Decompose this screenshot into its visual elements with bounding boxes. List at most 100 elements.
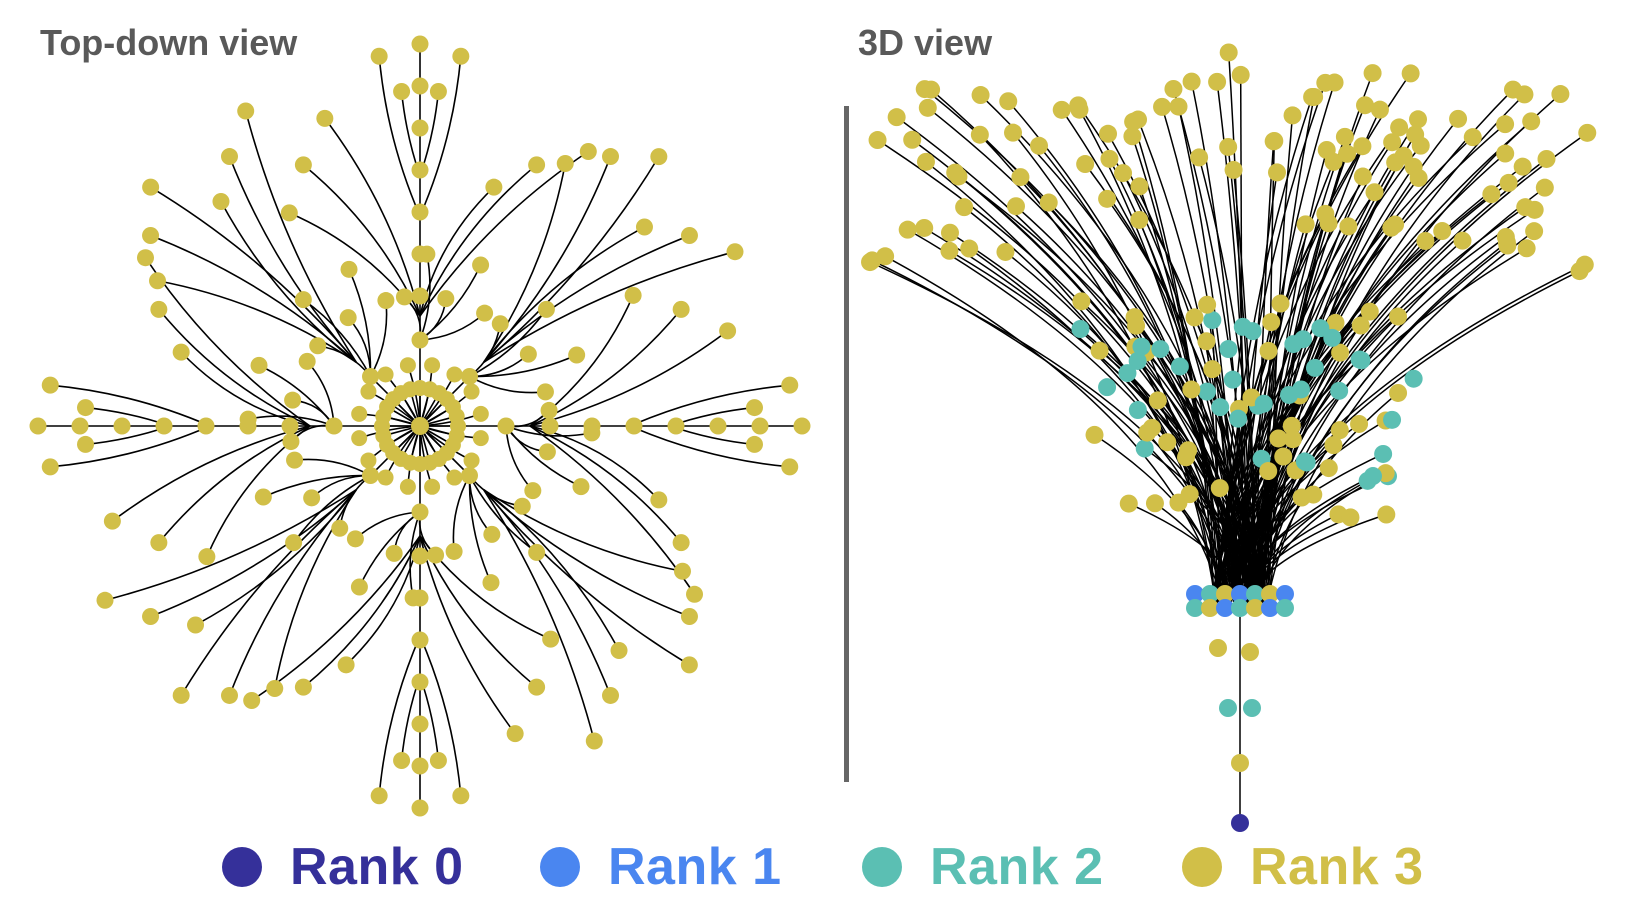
tree-edge <box>419 264 482 341</box>
tree-edge <box>263 474 371 498</box>
rank-3-node <box>472 430 489 447</box>
rank-3-node <box>411 547 429 565</box>
rank-3-node <box>1453 231 1472 250</box>
tree-edge <box>483 234 690 363</box>
rank-3-node <box>1353 137 1372 156</box>
rank-3-node <box>1325 73 1344 92</box>
rank-3-node <box>1382 218 1401 237</box>
rank-2-node <box>1219 340 1238 359</box>
rank-3-node <box>1185 308 1204 327</box>
rank-2-node <box>1383 410 1402 429</box>
rank-3-node <box>1271 294 1290 313</box>
rank-3-node <box>472 405 489 422</box>
rank-3-node <box>868 131 887 150</box>
rank-3-node <box>793 417 811 435</box>
rank-3-node <box>316 109 334 127</box>
rank-3-node <box>1319 459 1338 478</box>
rank-2-node <box>1128 401 1147 420</box>
tree-edge <box>419 253 431 341</box>
rank-3-node <box>446 366 463 383</box>
tree-edge <box>1255 472 1387 603</box>
rank-3-node <box>1496 115 1515 134</box>
rank-3-node <box>719 322 737 340</box>
tree-edge <box>483 488 683 573</box>
rank-3-node <box>1370 100 1389 119</box>
rank-3-node <box>437 290 455 308</box>
rank-3-node <box>1360 302 1379 321</box>
rank-3-node <box>491 315 509 333</box>
rank-3-node <box>282 433 300 451</box>
rank-3-node <box>337 656 355 674</box>
rank-3-node <box>537 300 555 318</box>
rank-3-node <box>1070 100 1089 119</box>
rank-3-node <box>351 405 368 422</box>
rank-3-node <box>411 715 429 733</box>
tree-edge <box>483 489 612 696</box>
tree-edge <box>949 232 1257 605</box>
rank-3-node <box>483 525 501 543</box>
rank-3-node <box>424 478 441 495</box>
tree-edge <box>348 269 372 377</box>
rank-3-node <box>351 430 368 447</box>
rank-3-node <box>672 300 690 318</box>
rank-3-node <box>1390 118 1409 137</box>
top-down-view-diagram <box>29 35 811 817</box>
rank-3-node <box>1316 204 1335 223</box>
rank-3-node <box>460 368 478 386</box>
rank-3-node <box>915 218 934 237</box>
rank-3-node <box>149 272 167 290</box>
rank-3-node <box>1496 144 1515 163</box>
rank-1-node <box>1261 599 1279 617</box>
rank-3-node <box>350 578 368 596</box>
tree-edge <box>1172 88 1254 604</box>
rank-2-node <box>1170 357 1189 376</box>
rank-2-node <box>1243 699 1261 717</box>
rank-3-node <box>1148 391 1167 410</box>
rank-3-node <box>411 287 429 305</box>
rank-3-node <box>1198 295 1217 314</box>
tree-edge <box>884 255 1224 603</box>
rank-3-node <box>427 546 445 564</box>
tree-edge <box>1079 328 1254 603</box>
tree-edge <box>104 488 357 602</box>
rank-1-node <box>1216 599 1234 617</box>
rank-3-node <box>1377 505 1396 524</box>
rank-3-node <box>1269 429 1288 448</box>
rank-3-node <box>1283 106 1302 125</box>
rank-3-node <box>1130 177 1149 196</box>
tree-edge <box>292 474 371 544</box>
tree-edge <box>1253 352 1341 603</box>
rank-3-node <box>1525 222 1544 241</box>
rank-3-node <box>370 47 388 65</box>
rank-3-node <box>460 466 478 484</box>
rank-3-node <box>1100 149 1119 168</box>
tree-edge <box>419 635 462 796</box>
rank-3-node <box>1356 96 1375 115</box>
rank-3-node <box>250 356 268 374</box>
3d-view-title: 3D view <box>858 22 993 63</box>
rank-3-node <box>1259 462 1278 481</box>
rank-3-node <box>1326 313 1345 332</box>
tree-edge <box>419 56 462 217</box>
rank-3-node <box>411 757 429 775</box>
legend-item-rank-3: Rank 3 <box>1182 832 1424 902</box>
tree-edge <box>529 330 729 427</box>
rank-3-node <box>1394 146 1413 165</box>
rank-3-node <box>41 376 59 394</box>
rank-3-node <box>346 530 364 548</box>
rank-3-node <box>1305 87 1324 106</box>
rank-3-node <box>1516 198 1535 217</box>
tree-edge <box>629 425 790 468</box>
rank-3-node <box>220 686 238 704</box>
rank-3-node <box>339 309 357 327</box>
rank-3-node <box>429 83 447 101</box>
tree-edge <box>1254 244 1508 607</box>
rank-3-node <box>970 125 989 144</box>
rank-3-node <box>506 725 524 743</box>
rank-3-node <box>667 417 685 435</box>
rank-3-node <box>1076 155 1095 174</box>
rank-2-node <box>1219 699 1237 717</box>
tree-edge <box>1223 419 1387 603</box>
rank-3-node <box>876 247 895 266</box>
rank-3-node <box>680 226 698 244</box>
